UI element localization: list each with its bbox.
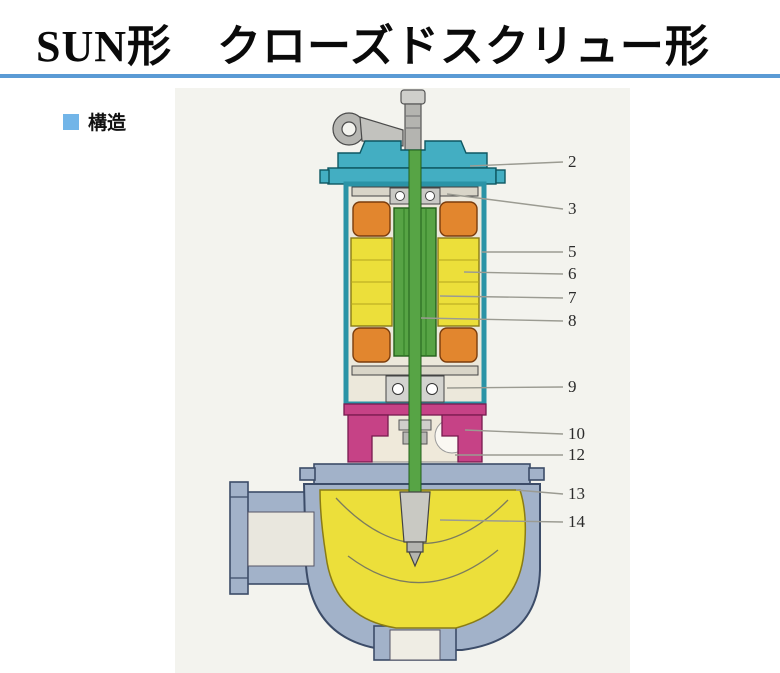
shaft: [408, 149, 422, 519]
callout-2: 2: [568, 152, 577, 171]
callout-7: 7: [568, 288, 577, 307]
suction-bore: [389, 629, 441, 661]
impeller: [399, 491, 431, 568]
callout-14: 14: [568, 512, 585, 531]
stator-laminations: [351, 259, 479, 305]
discharge-bore: [247, 511, 315, 567]
callout-10: 10: [568, 424, 585, 443]
lifting-hook-icon: [332, 112, 404, 147]
page-title: SUN形 クローズドスクリュー形: [36, 22, 710, 71]
callout-6: 6: [568, 264, 577, 283]
callout-9: 9: [568, 377, 577, 396]
callout-3: 3: [568, 199, 577, 218]
callout-8: 8: [568, 311, 577, 330]
section-bullet-icon: [63, 113, 79, 130]
volute: [319, 489, 527, 629]
cable-gland: [400, 89, 426, 153]
callout-5: 5: [568, 242, 577, 261]
title-underline: [0, 74, 780, 78]
callout-12: 12: [568, 445, 585, 464]
stator-coils: [352, 201, 478, 363]
callout-13: 13: [568, 484, 585, 503]
section-header: 構造: [63, 108, 126, 135]
section-label: 構造: [88, 113, 127, 134]
leader-lines: [420, 161, 564, 523]
